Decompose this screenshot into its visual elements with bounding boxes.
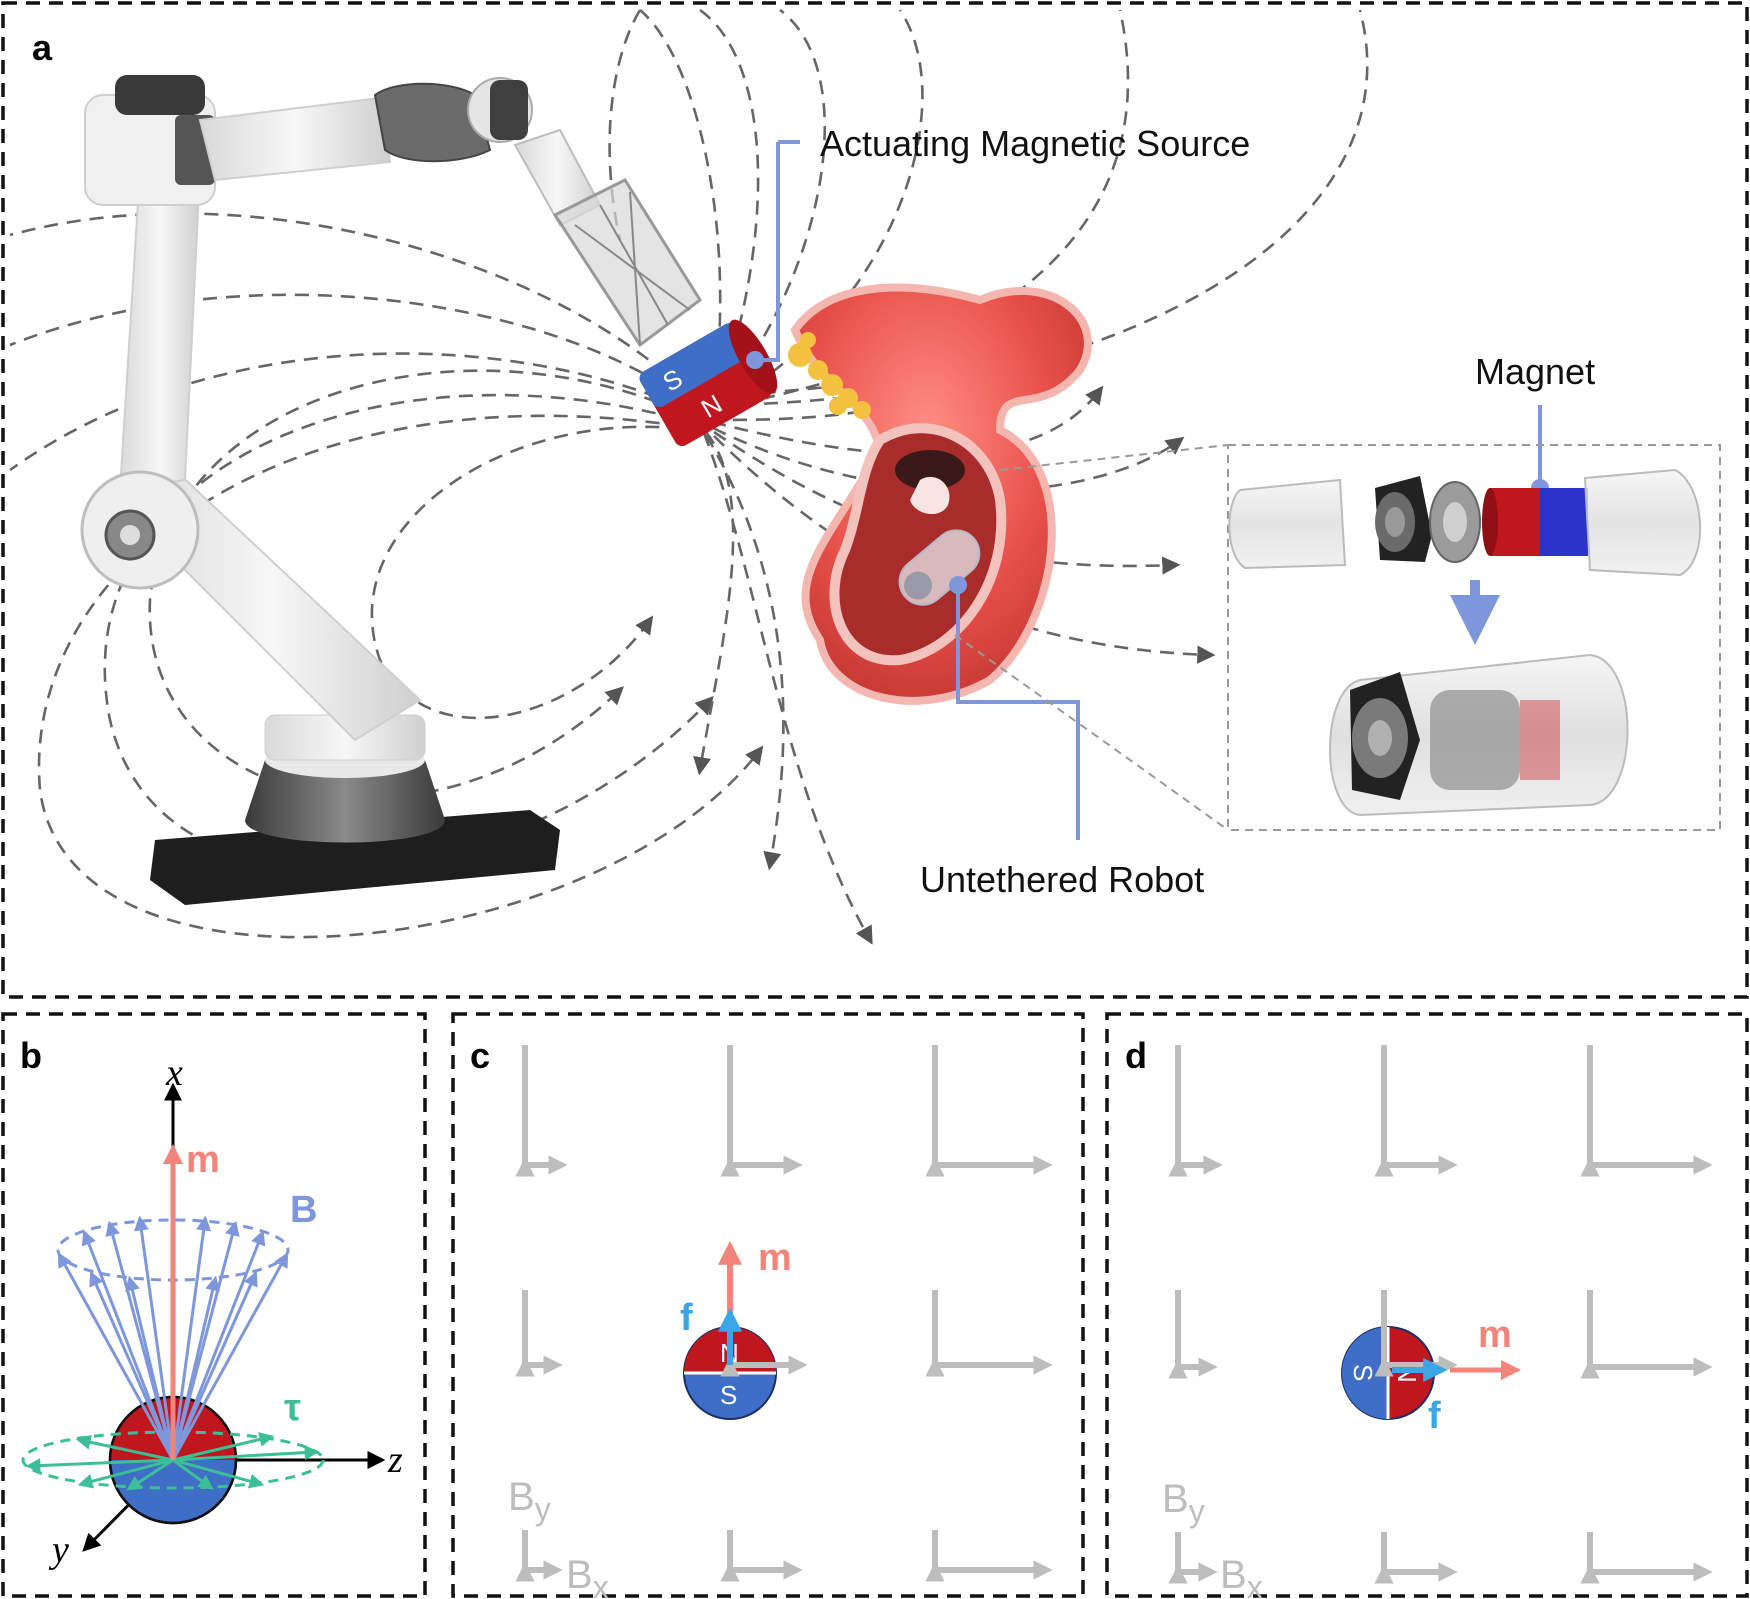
x-axis-label: x	[165, 1052, 183, 1094]
robot-gripper	[552, 178, 703, 348]
field-label: B	[290, 1189, 317, 1231]
source-label: Actuating Magnetic Source	[820, 123, 1250, 164]
panel-c-by-label: By	[508, 1475, 551, 1527]
assembled-capsule	[1329, 653, 1629, 817]
source-callout-line	[755, 142, 780, 362]
magnet-label: Magnet	[1475, 351, 1595, 392]
inset-frame	[1227, 444, 1721, 831]
panel-d-field-grid	[1178, 1045, 1705, 1572]
stomach	[788, 283, 1092, 705]
robot-callout-line	[956, 585, 1080, 840]
panel-c-bx-label: Bx	[566, 1553, 609, 1599]
robot-base-plate	[150, 810, 560, 905]
panel-b-letter: b	[20, 1035, 42, 1076]
inset-magnet-north	[1490, 488, 1542, 556]
panel-a-letter: a	[32, 27, 53, 68]
y-axis-label: y	[48, 1529, 69, 1571]
panel-d-south-label: S	[1348, 1364, 1378, 1381]
moment-label: m	[186, 1139, 220, 1181]
torque-ellipse	[21, 1430, 325, 1490]
torque-label: τ	[284, 1387, 301, 1429]
panel-c-field-grid	[525, 1045, 1045, 1570]
panel-c-letter: c	[470, 1035, 490, 1076]
panel-d-magnet: S N	[1341, 1326, 1435, 1420]
panel-d-moment-label: m	[1478, 1314, 1512, 1356]
panel-a-frame	[1, 1, 1749, 999]
panel-b-frame	[1, 1012, 427, 1598]
panel-d-diagram: S N m f By Bx	[1162, 1045, 1705, 1599]
field-vectors	[57, 1215, 289, 1461]
panel-c-frame	[451, 1012, 1085, 1598]
panel-d-frame	[1105, 1012, 1749, 1598]
z-axis-label: z	[387, 1439, 403, 1481]
robot-base-column	[245, 760, 445, 843]
capsule-inset	[954, 444, 1721, 831]
robot-arm	[80, 75, 703, 905]
torque-vectors	[25, 1432, 320, 1491]
exploded-capsule	[1228, 468, 1701, 577]
panel-d-force-label: f	[1428, 1395, 1441, 1437]
panel-c-diagram: N S m f By Bx	[508, 1045, 1045, 1599]
panel-c-moment-label: m	[758, 1237, 792, 1279]
fat-deposit	[788, 332, 871, 419]
panel-d-by-label: By	[1162, 1477, 1205, 1529]
robot-upper-arm	[118, 169, 202, 492]
robot-label: Untethered Robot	[920, 859, 1204, 900]
panel-d-letter: d	[1125, 1035, 1147, 1076]
panel-d-bx-label: Bx	[1220, 1553, 1263, 1599]
robot-forearm	[198, 96, 392, 182]
panel-c-force-label: f	[680, 1297, 693, 1339]
capsule-in-stomach	[898, 529, 981, 606]
inset-magnet-south	[1540, 488, 1588, 556]
panel-c-south-label: S	[720, 1380, 737, 1410]
panel-b-diagram: x z y	[21, 1052, 403, 1571]
